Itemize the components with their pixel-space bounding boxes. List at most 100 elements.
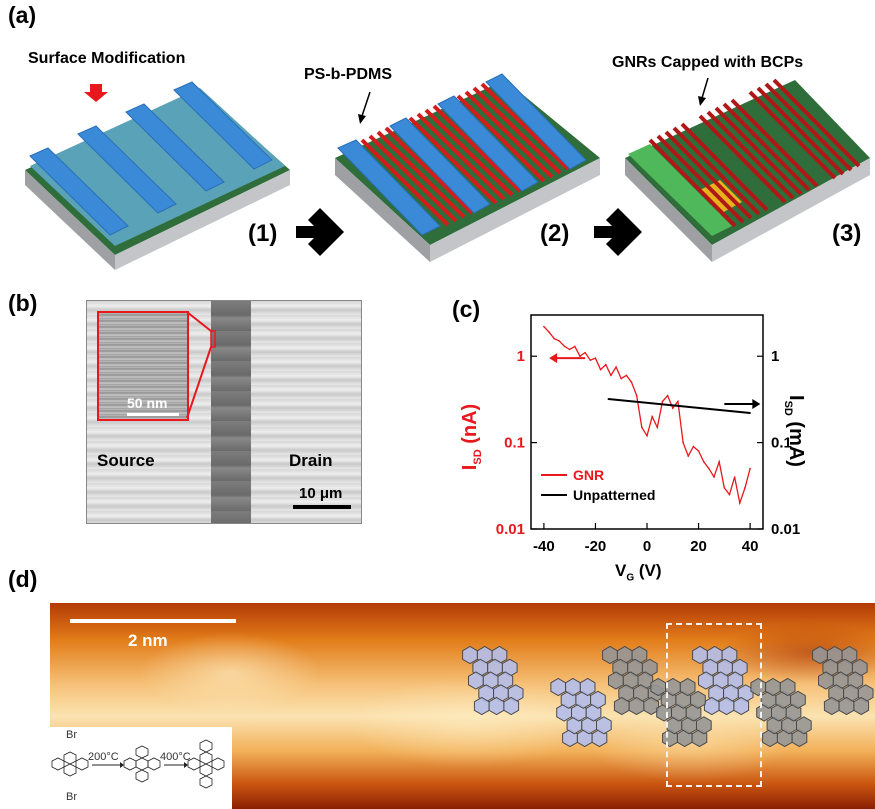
inset-zoom-lines xyxy=(186,311,216,419)
step-arrow-1-icon xyxy=(296,208,344,256)
data-point-0-9 xyxy=(589,359,592,361)
ring-hexagon-80 xyxy=(796,716,812,735)
synthesis-scheme: Br Br 200°C 400°C xyxy=(50,727,232,809)
block-1-ridges xyxy=(29,81,273,236)
data-point-0-26 xyxy=(677,400,679,403)
inset-scale-label: 50 nm xyxy=(127,395,168,411)
data-point-0-38 xyxy=(739,502,741,504)
data-point-0-34 xyxy=(718,460,720,463)
stm-scale-bar xyxy=(70,619,236,623)
panel-a: Surface Modification PS-b-PDMS GNRs Capp… xyxy=(0,30,875,275)
data-point-0-10 xyxy=(594,357,597,359)
block-2-bcp-lines xyxy=(360,82,570,227)
legend-label-unpatterned: Unpatterned xyxy=(573,487,656,503)
data-point-0-20 xyxy=(646,434,648,437)
data-point-0-17 xyxy=(630,381,633,384)
data-point-0-19 xyxy=(641,426,643,429)
temp-200-label: 200°C xyxy=(88,751,119,763)
data-point-0-15 xyxy=(620,377,623,380)
data-point-0-32 xyxy=(708,467,710,470)
data-point-0-21 xyxy=(651,415,653,418)
y-right-tick-label-0: 1 xyxy=(771,348,779,365)
ring-hexagon-27 xyxy=(550,677,567,697)
y-left-axis-label: ISD (nA) xyxy=(459,403,484,471)
bcp-label: PS-b-PDMS xyxy=(304,66,392,83)
data-point-0-12 xyxy=(604,363,607,366)
x-tick-label-1: -20 xyxy=(585,538,607,555)
data-point-0-14 xyxy=(615,366,617,368)
br-bottom-label: Br xyxy=(66,791,77,803)
x-tick-label-4: 40 xyxy=(742,538,759,555)
panel-label-b: (b) xyxy=(8,290,38,316)
step-3-label: (3) xyxy=(832,220,862,247)
data-point-0-39 xyxy=(744,486,746,489)
data-point-0-8 xyxy=(584,351,586,354)
temp-400-label: 400°C xyxy=(160,751,191,763)
legend-swatch-gnr xyxy=(541,474,567,476)
ring-hexagon-88 xyxy=(765,677,781,697)
data-point-0-36 xyxy=(728,493,731,496)
ring-hexagon-72 xyxy=(650,677,667,697)
data-point-0-5 xyxy=(568,348,571,351)
data-point-0-4 xyxy=(563,345,566,348)
scheme-drawing xyxy=(51,739,225,789)
y-left-tick-label-2: 0.01 xyxy=(496,521,525,538)
ring-hexagon-6 xyxy=(468,671,484,690)
sem-inset xyxy=(97,311,189,421)
data-point-0-35 xyxy=(723,486,726,489)
y-right-tick-label-2: 0.01 xyxy=(771,521,800,538)
ring-hexagon-26 xyxy=(590,690,606,709)
panel-b-sem-image: 50 nm Source Drain 10 μm xyxy=(86,300,362,524)
panel-label-a: (a) xyxy=(8,2,37,28)
y-left-tick-label-0: 1 xyxy=(517,348,525,365)
x-tick-label-2: 0 xyxy=(643,538,651,555)
block-3-gnr-lines xyxy=(648,78,861,228)
data-point-0-27 xyxy=(682,441,684,444)
step-2-label: (2) xyxy=(540,220,570,247)
data-point-0-40 xyxy=(749,467,751,470)
ring-hexagon-12 xyxy=(473,696,490,716)
ring-hexagon-89 xyxy=(779,677,796,697)
ring-hexagon-74 xyxy=(679,677,696,697)
ring-hexagon-102 xyxy=(823,696,840,716)
ring-hexagon-42 xyxy=(613,696,630,716)
data-point-0-6 xyxy=(574,345,576,348)
data-point-0-33 xyxy=(713,476,715,478)
data-point-0-3 xyxy=(558,340,561,342)
panel-d-stm-image: 2 nm xyxy=(50,603,875,809)
data-point-0-22 xyxy=(656,426,659,429)
step-arrow-2-icon xyxy=(594,208,642,256)
sem-channel xyxy=(211,301,251,523)
ring-hexagon-43 xyxy=(628,696,645,716)
data-point-0-1 xyxy=(548,331,550,333)
ring-hexagon-0 xyxy=(462,645,478,665)
unit-cell-box xyxy=(666,623,762,787)
ring-hexagon-65 xyxy=(696,716,712,735)
data-point-0-31 xyxy=(702,460,705,463)
step-1-label: (1) xyxy=(248,220,278,247)
ring-hexagon-103 xyxy=(838,696,855,716)
ring-hexagon-30 xyxy=(602,645,618,665)
drain-label: Drain xyxy=(289,451,333,470)
right-axis-indicator-head xyxy=(752,398,761,409)
data-point-0-11 xyxy=(599,368,602,371)
data-point-0-18 xyxy=(635,394,638,397)
panel-a-schematic xyxy=(25,73,870,270)
scale-label: 10 μm xyxy=(299,485,343,502)
ring-hexagon-86 xyxy=(790,690,806,709)
block-2-ridges xyxy=(337,73,587,236)
data-point-1-1 xyxy=(749,412,751,414)
ring-hexagon-20 xyxy=(596,716,612,735)
ring-hexagon-13 xyxy=(488,696,505,716)
surface-mod-label: Surface Modification xyxy=(28,50,186,67)
data-point-0-0 xyxy=(543,325,545,328)
series-line-unpatterned xyxy=(608,398,751,414)
y-right-axis-label: ISD (mA) xyxy=(782,395,807,467)
legend-label-gnr: GNR xyxy=(573,467,605,483)
source-label: Source xyxy=(97,451,155,470)
data-point-0-30 xyxy=(697,450,700,452)
panel-label-c: (c) xyxy=(452,296,481,322)
chart-legend: GNR Unpatterned xyxy=(541,465,655,505)
x-axis-label: VG (V) xyxy=(615,561,662,584)
